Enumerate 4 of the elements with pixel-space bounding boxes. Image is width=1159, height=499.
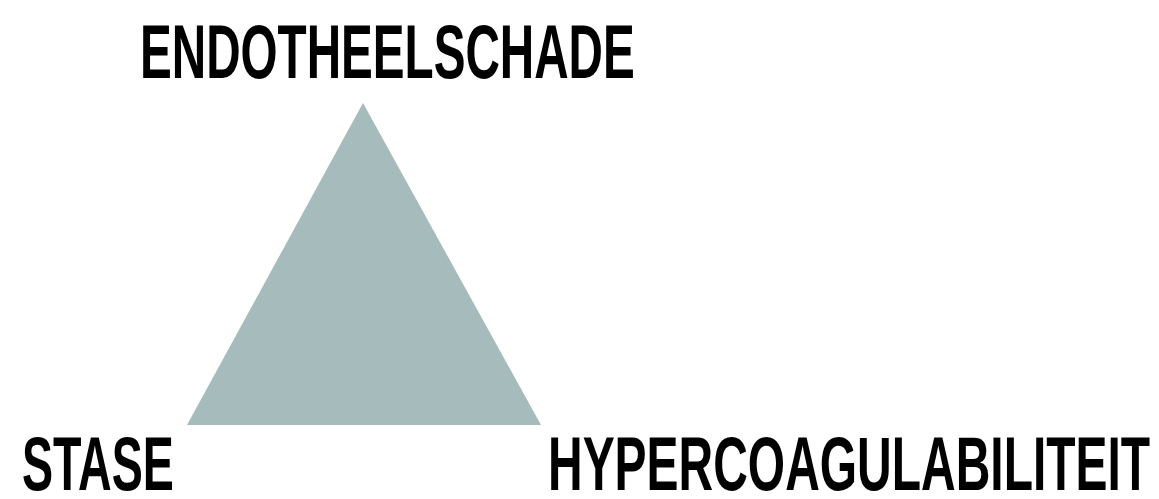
triangle-shape xyxy=(187,103,541,425)
vertex-label: ENDOTHEELSCHADE xyxy=(140,14,635,90)
vertex-label: STASE xyxy=(22,426,174,499)
vertex-label: HYPERCOAGULABILITEIT xyxy=(548,426,1151,499)
